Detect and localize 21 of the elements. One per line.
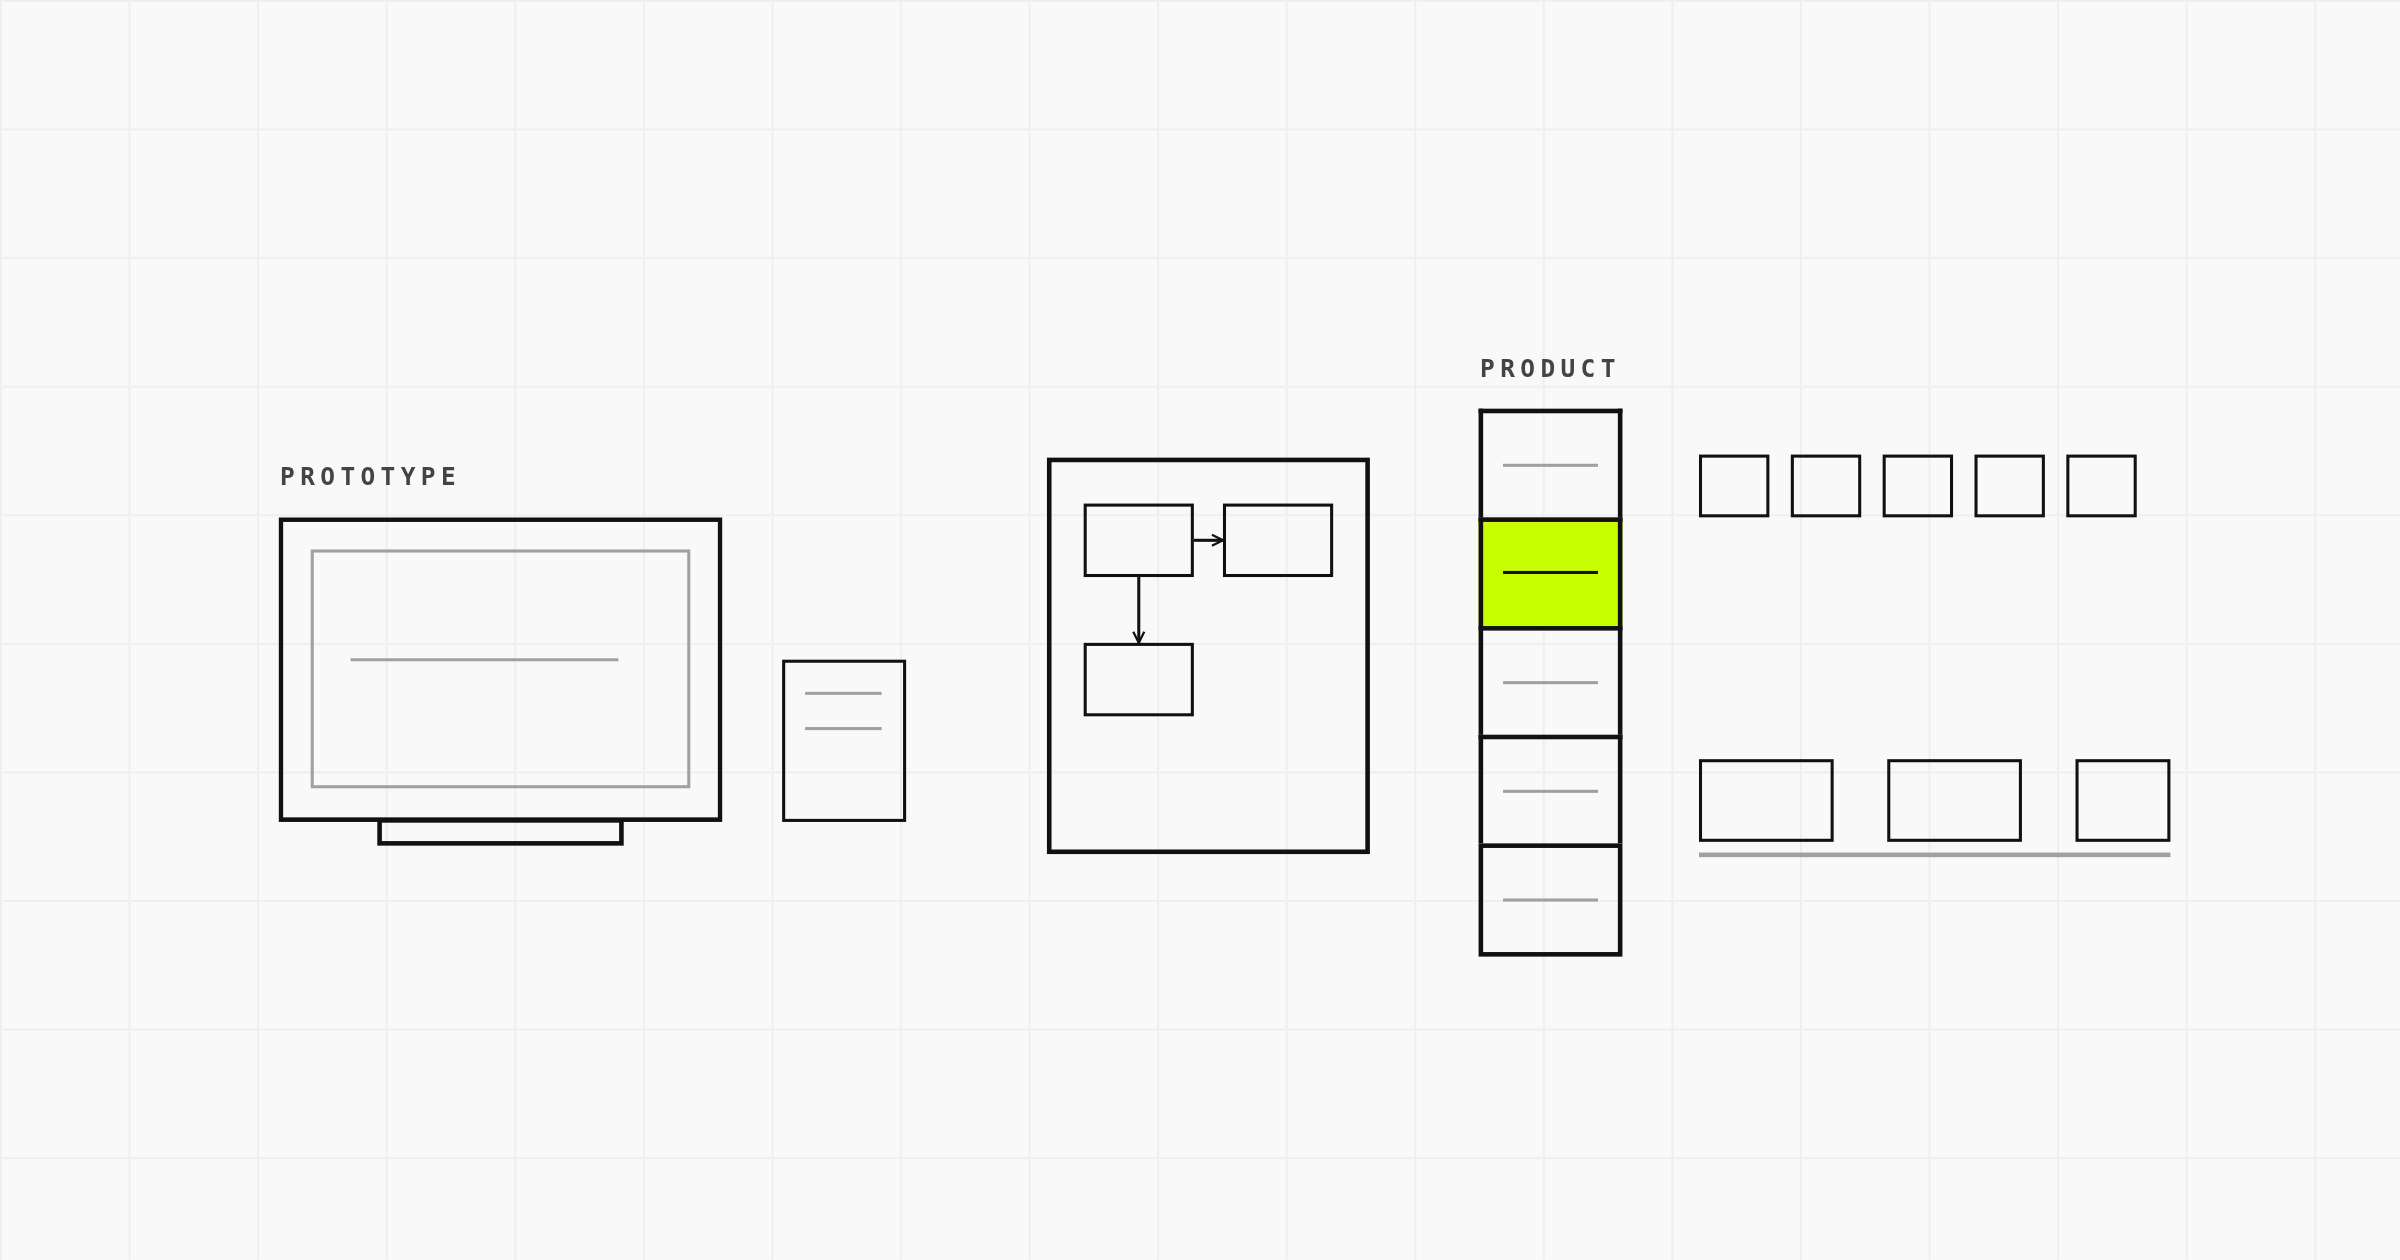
section-heading: PROTOTYPE — [280, 463, 462, 492]
tile-box — [1699, 759, 1834, 842]
document-card — [782, 659, 907, 822]
tile-box — [2075, 759, 2171, 842]
highlighted-row — [1478, 517, 1623, 626]
arrow — [1193, 533, 1225, 547]
tile-box — [1882, 454, 1954, 518]
list-row — [1478, 843, 1623, 957]
tile-box — [1790, 454, 1862, 518]
tile-box — [2066, 454, 2137, 518]
container-box — [1046, 457, 1370, 855]
tile-box — [1699, 454, 1770, 518]
list-row — [1478, 734, 1623, 844]
arrow — [1132, 577, 1146, 644]
tile-box — [1974, 454, 2045, 518]
tile-box — [1887, 759, 2022, 842]
section-heading: PRODUCT — [1480, 355, 1621, 383]
flow-box — [1222, 503, 1334, 578]
flow-box — [1083, 503, 1194, 578]
flow-box — [1083, 642, 1194, 717]
list-row — [1478, 626, 1623, 735]
